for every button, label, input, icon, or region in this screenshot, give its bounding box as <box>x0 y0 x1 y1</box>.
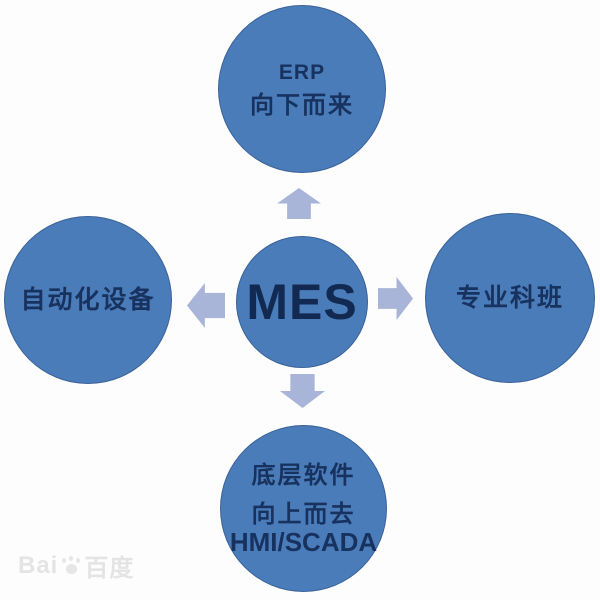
node-erp: ERP 向下而来 <box>218 5 386 173</box>
node-low-level-software-label-line2: 向上而去 <box>251 500 356 528</box>
node-mes-center: MES <box>236 236 368 368</box>
baidu-watermark: Bai 百度 <box>18 548 134 583</box>
node-erp-label-line1: ERP <box>278 61 326 84</box>
node-professional-background-label: 专业科班 <box>455 283 564 312</box>
baidu-watermark-suffix: 百度 <box>84 555 135 582</box>
node-mes-label: MES <box>246 273 358 330</box>
node-professional-background: 专业科班 <box>425 213 595 383</box>
arrow-left-icon <box>187 283 225 328</box>
baidu-paw-icon <box>61 556 81 576</box>
node-erp-label-line2: 向下而来 <box>250 92 354 119</box>
arrow-right-icon <box>378 277 413 320</box>
arrow-up-icon <box>277 188 321 219</box>
arrow-down-icon <box>280 374 325 408</box>
node-low-level-software: 底层软件 向上而去 HMI/SCADA <box>220 425 387 592</box>
node-low-level-software-label-line1: 底层软件 <box>251 461 356 489</box>
baidu-watermark-prefix: Bai <box>18 551 59 579</box>
node-automation-equipment: 自动化设备 <box>4 216 172 384</box>
node-low-level-software-label-line3: HMI/SCADA <box>229 526 378 557</box>
node-automation-equipment-label: 自动化设备 <box>20 285 156 314</box>
